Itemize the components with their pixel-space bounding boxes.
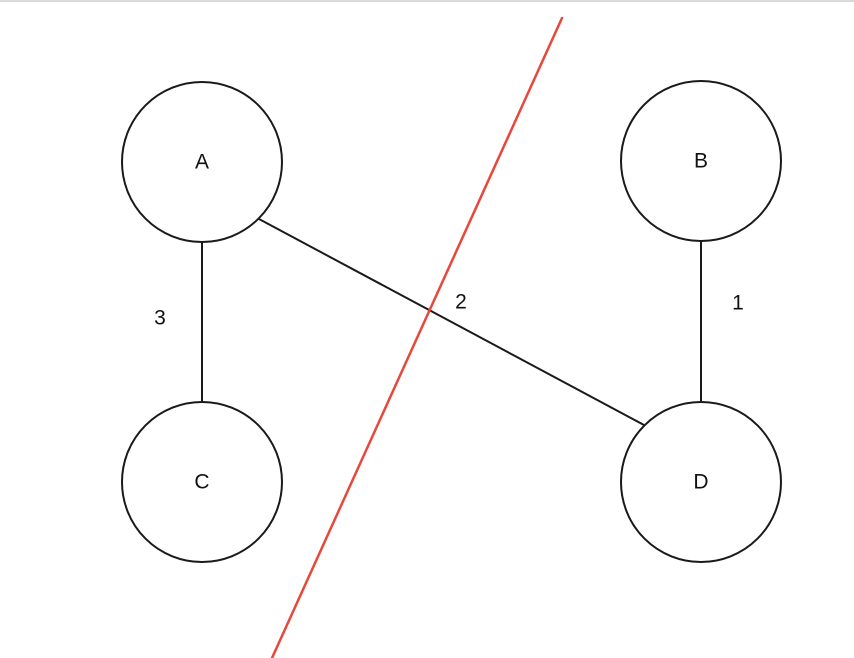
- edge-weight-A-D: 2: [455, 291, 467, 314]
- node-B[interactable]: [620, 80, 782, 242]
- node-label-A: A: [195, 151, 209, 174]
- node-label-B: B: [694, 150, 708, 173]
- edge-weight-A-C: 3: [154, 307, 166, 330]
- node-A[interactable]: [121, 81, 283, 243]
- node-C[interactable]: [121, 401, 283, 563]
- edge-A-D: [258, 218, 645, 426]
- cut-line: [270, 16, 564, 658]
- node-label-C: C: [194, 471, 209, 494]
- node-D[interactable]: [620, 401, 782, 563]
- edge-weight-B-D: 1: [732, 292, 744, 315]
- node-label-D: D: [693, 471, 708, 494]
- top-divider: [0, 0, 854, 2]
